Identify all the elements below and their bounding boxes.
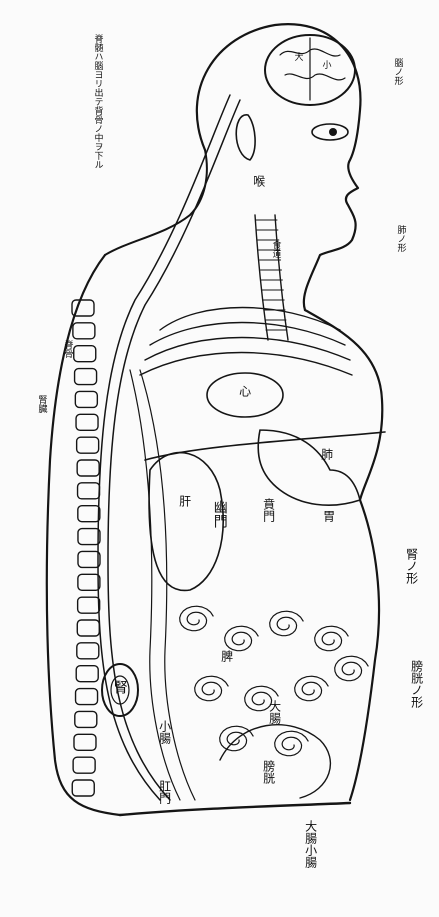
diaphragm [145, 432, 385, 460]
label-esophagus: 食道 [270, 240, 279, 258]
label-spleen: 脾 [220, 650, 233, 662]
annotation-bottom-right: 大腸小腸 [304, 820, 317, 868]
annotation-top-left: 脊髄ハ腦ヨリ出テ背骨ノ中ヲ下ル [92, 34, 101, 169]
annotation-right-lower-1: 腎ノ形 [405, 548, 418, 584]
vertebra [77, 620, 99, 636]
label-pylorus: 幽門 [212, 500, 227, 528]
annotation-right-top: 腦ノ形 [392, 58, 401, 85]
vertebra [74, 346, 96, 362]
intestine-coils [180, 606, 368, 756]
intestine-coil [225, 626, 258, 651]
label-anus: 肛門 [158, 780, 171, 804]
vertebra [78, 506, 100, 522]
vertebra [72, 780, 94, 796]
intestine-coil [335, 656, 368, 681]
vertebra [78, 597, 100, 613]
label-throat: 喉 [252, 175, 265, 187]
label-heart: 心 [238, 385, 251, 397]
annotation-right-mid: 肺ノ形 [395, 225, 404, 252]
intestine-coil [180, 606, 213, 631]
intestine-coil [275, 731, 308, 756]
neck-back [105, 150, 207, 255]
vertebra [77, 437, 99, 453]
vertebra [77, 460, 99, 476]
vertebra [74, 734, 96, 750]
label-large-intestine: 大腸 [268, 700, 281, 724]
intestine-coil [315, 626, 348, 651]
vertebra [73, 323, 95, 339]
label-liver: 肝 [178, 495, 191, 507]
front-outline [305, 310, 382, 800]
annotation-left-mid-1: 脊骨 [62, 340, 71, 358]
label-stomach: 胃 [322, 510, 335, 522]
label-brain-2: 小 [320, 60, 329, 69]
intestine-coil [195, 676, 228, 701]
vertebra [75, 369, 97, 385]
annotation-right-lower-2: 膀胱ノ形 [410, 660, 423, 708]
vertebra [78, 529, 100, 545]
vertebra [76, 689, 98, 705]
vertebra [78, 551, 100, 567]
base-line [120, 803, 350, 815]
intestine-coil [270, 611, 303, 636]
trachea [255, 215, 268, 340]
pupil [329, 128, 337, 136]
vertebra [77, 643, 99, 659]
brain-folds [280, 38, 345, 100]
trachea-2 [275, 215, 288, 340]
label-bladder: 膀胱 [262, 760, 275, 784]
vertebra [75, 711, 97, 727]
vertebra [78, 574, 100, 590]
vertebra [73, 757, 95, 773]
vertebra [78, 483, 100, 499]
intestine-coil [295, 676, 328, 701]
vertebra [75, 391, 97, 407]
ear [236, 115, 255, 160]
vertebra [76, 414, 98, 430]
annotation-left-mid-2: 腎臓 [36, 395, 45, 413]
label-lung: 肺 [320, 448, 333, 460]
label-kidney: 腎 [112, 680, 127, 694]
label-small-intestine: 小腸 [158, 720, 171, 744]
label-brain-1: 大 [292, 52, 301, 61]
label-cardia: 賁門 [262, 498, 275, 522]
vertebra [76, 666, 98, 682]
vertebrae-group [72, 300, 100, 796]
